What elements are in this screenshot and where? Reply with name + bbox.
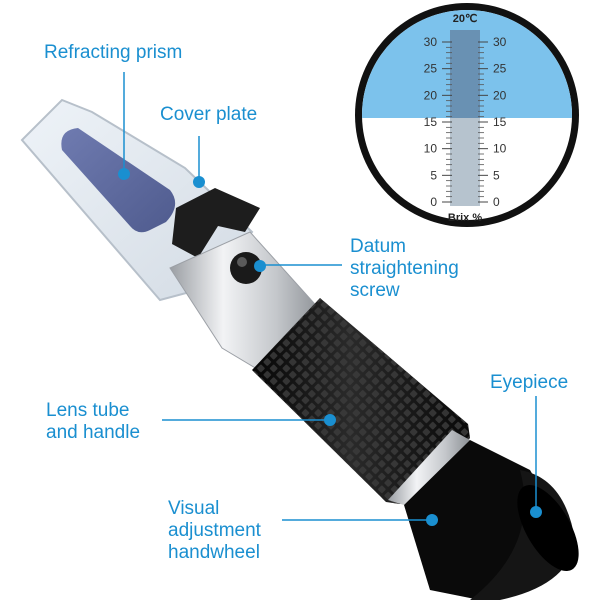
- label-handwheel: Visual adjustment handwheel: [168, 498, 261, 563]
- scale-label-left: 15: [424, 115, 438, 129]
- scale-temperature: 20℃: [453, 13, 478, 25]
- callout-dots: [118, 168, 542, 526]
- refractometer-body: [20, 98, 579, 600]
- scale-label-left: 5: [430, 168, 437, 182]
- scale-label-right: 15: [493, 115, 507, 129]
- scale-label-right: 5: [493, 168, 500, 182]
- label-eyepiece: Eyepiece: [490, 372, 569, 393]
- label-datum-screw: Datum straightening screw: [350, 236, 459, 301]
- scale-label-left: 10: [424, 142, 438, 156]
- label-refracting-prism: Refracting prism: [44, 42, 183, 63]
- scale-view: 30 30 25 25 20 20 15 15 10 10 5 5 0 0 20℃ Brix %: [355, 3, 579, 227]
- scale-unit: Brix %: [448, 212, 482, 224]
- scale-label-right: 30: [493, 35, 507, 49]
- chrome-ring: [388, 430, 470, 505]
- cover-plate-hinge: [172, 188, 260, 258]
- scale-label-right: 25: [493, 62, 507, 76]
- scale-label-right: 20: [493, 88, 507, 102]
- scale-label-right: 10: [493, 142, 507, 156]
- scale-label-right: 0: [493, 195, 500, 209]
- scale-label-left: 30: [424, 35, 438, 49]
- scale-label-left: 20: [424, 88, 438, 102]
- prism-face: [61, 128, 176, 233]
- scale-label-left: 25: [424, 62, 438, 76]
- label-lens-tube: Lens tube and handle: [46, 400, 141, 443]
- label-cover-plate: Cover plate: [160, 104, 258, 125]
- scale-label-left: 0: [430, 195, 437, 209]
- callout-lines: [123, 72, 537, 521]
